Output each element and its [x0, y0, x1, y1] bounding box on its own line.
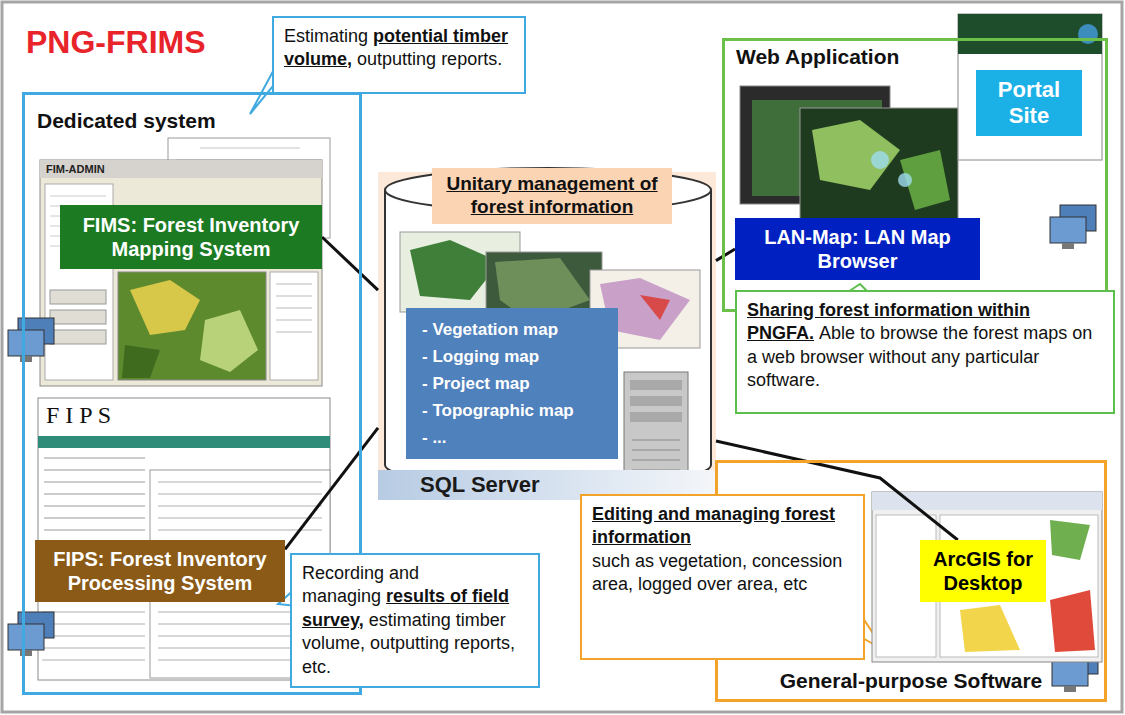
fims-screenshot	[40, 138, 330, 386]
arcgis-screenshot-part	[960, 605, 1020, 652]
fims-screenshot-part	[50, 290, 106, 304]
fips-screenshot-part	[42, 612, 145, 660]
callout-box: Editing and managing forest informations…	[580, 494, 865, 660]
database-illustration-part	[630, 412, 682, 422]
computer-icons-part	[8, 612, 54, 656]
computer-icons-part-part	[8, 330, 44, 356]
computer-icons-part	[8, 318, 54, 362]
arcgis-screenshot	[872, 492, 1102, 662]
fims-screenshot-part	[200, 310, 258, 372]
web-screenshots	[740, 14, 1102, 220]
system-box: Portal Site	[976, 70, 1082, 136]
fims-screenshot-part	[50, 330, 106, 344]
system-box: FIMS: Forest Inventory Mapping System	[60, 205, 322, 269]
fips-screenshot-part	[38, 398, 330, 680]
web-screenshots-part	[871, 151, 889, 169]
database-illustration-part	[630, 380, 682, 390]
web-screenshots-part	[958, 14, 1102, 54]
database-illustration-part	[630, 396, 682, 406]
node-text: Estimating	[284, 26, 368, 46]
callout-box: Sharing forest information within PNGFA.…	[735, 290, 1115, 414]
computer-icons-part-part	[1062, 243, 1074, 249]
node-text: FIMS: Forest Inventory Mapping System	[68, 213, 314, 261]
computer-icons-part-part	[8, 624, 44, 650]
list-item: - Topographic map	[422, 397, 574, 424]
fims-screenshot-part	[118, 272, 266, 380]
node-text: such as vegetation, concession area, log…	[592, 551, 842, 594]
web-screenshots-part	[1078, 24, 1098, 44]
web-screenshots-part	[958, 14, 1102, 160]
computer-icons-part-part	[1052, 660, 1088, 686]
system-box: ArcGIS for Desktop	[920, 540, 1046, 602]
fims-screenshot-part	[270, 272, 318, 380]
list-box: - Vegetation map- Logging map- Project m…	[406, 308, 618, 459]
node-text: Portal Site	[984, 77, 1074, 130]
web-screenshots-part	[812, 120, 900, 190]
list-item: - Project map	[422, 370, 530, 397]
arcgis-screenshot-part	[1050, 590, 1095, 652]
system-box: LAN-Map: LAN Map Browser	[735, 218, 980, 280]
node-text: FIPS: Forest Inventory Processing System	[43, 547, 277, 595]
panel-heading: Dedicated system	[37, 109, 216, 133]
node-text: Unitary management of forest information	[440, 173, 664, 219]
fips-screenshot-part	[44, 458, 145, 530]
list-item: - Logging map	[422, 343, 539, 370]
application-panel: Web ApplicationPortal SiteLAN-Map: LAN M…	[722, 38, 1108, 312]
fips-screenshot	[38, 398, 330, 680]
computer-icons-part-part	[1050, 217, 1086, 243]
web-screenshots-part	[800, 108, 958, 220]
panel-heading: Web Application	[736, 45, 899, 69]
screen-title: F I P S	[46, 402, 111, 429]
database-illustration	[378, 168, 716, 500]
web-screenshots-part	[898, 173, 912, 187]
computer-icons	[8, 205, 1098, 692]
list-item: - ...	[422, 424, 447, 451]
node-text: LAN-Map: LAN Map Browser	[743, 225, 972, 273]
connector-line	[322, 237, 378, 290]
fims-screenshot-part	[276, 284, 312, 332]
callout-box: Recording and managingresults of field s…	[290, 553, 540, 688]
list-item: - Vegetation map	[422, 316, 558, 343]
connector-line	[285, 428, 378, 550]
panel-heading: General-purpose Software	[718, 669, 1104, 693]
fims-screenshot-part	[40, 160, 322, 386]
fims-screenshot-part	[130, 280, 200, 335]
fims-screenshot-part	[122, 345, 160, 378]
node-text: outputting reports.	[357, 49, 502, 69]
computer-icons-part	[1050, 205, 1096, 249]
callout-box: Estimatingpotential timber volume,output…	[272, 16, 526, 94]
diagram-title: PNG-FRIMS	[26, 24, 206, 61]
database-illustration-part	[640, 295, 670, 320]
arcgis-screenshot-part	[872, 492, 1102, 662]
connector-line	[716, 249, 735, 261]
heading-box: Unitary management of forest information	[432, 168, 672, 224]
arcgis-screenshot-part	[1050, 520, 1090, 560]
node-text: Editing and managing forest information	[592, 503, 853, 550]
computer-icons-part-part	[1064, 686, 1076, 692]
window-title: FIM-ADMIN	[46, 163, 105, 175]
fims-screenshot-part	[40, 160, 322, 178]
database-illustration-part	[632, 440, 680, 470]
fims-screenshot-part	[50, 310, 106, 324]
fips-screenshot-part	[38, 436, 330, 448]
database-panel: SQL ServerUnitary management of forest i…	[378, 172, 716, 500]
node-text: ArcGIS for Desktop	[928, 547, 1038, 595]
system-box: FIPS: Forest Inventory Processing System	[35, 540, 285, 602]
